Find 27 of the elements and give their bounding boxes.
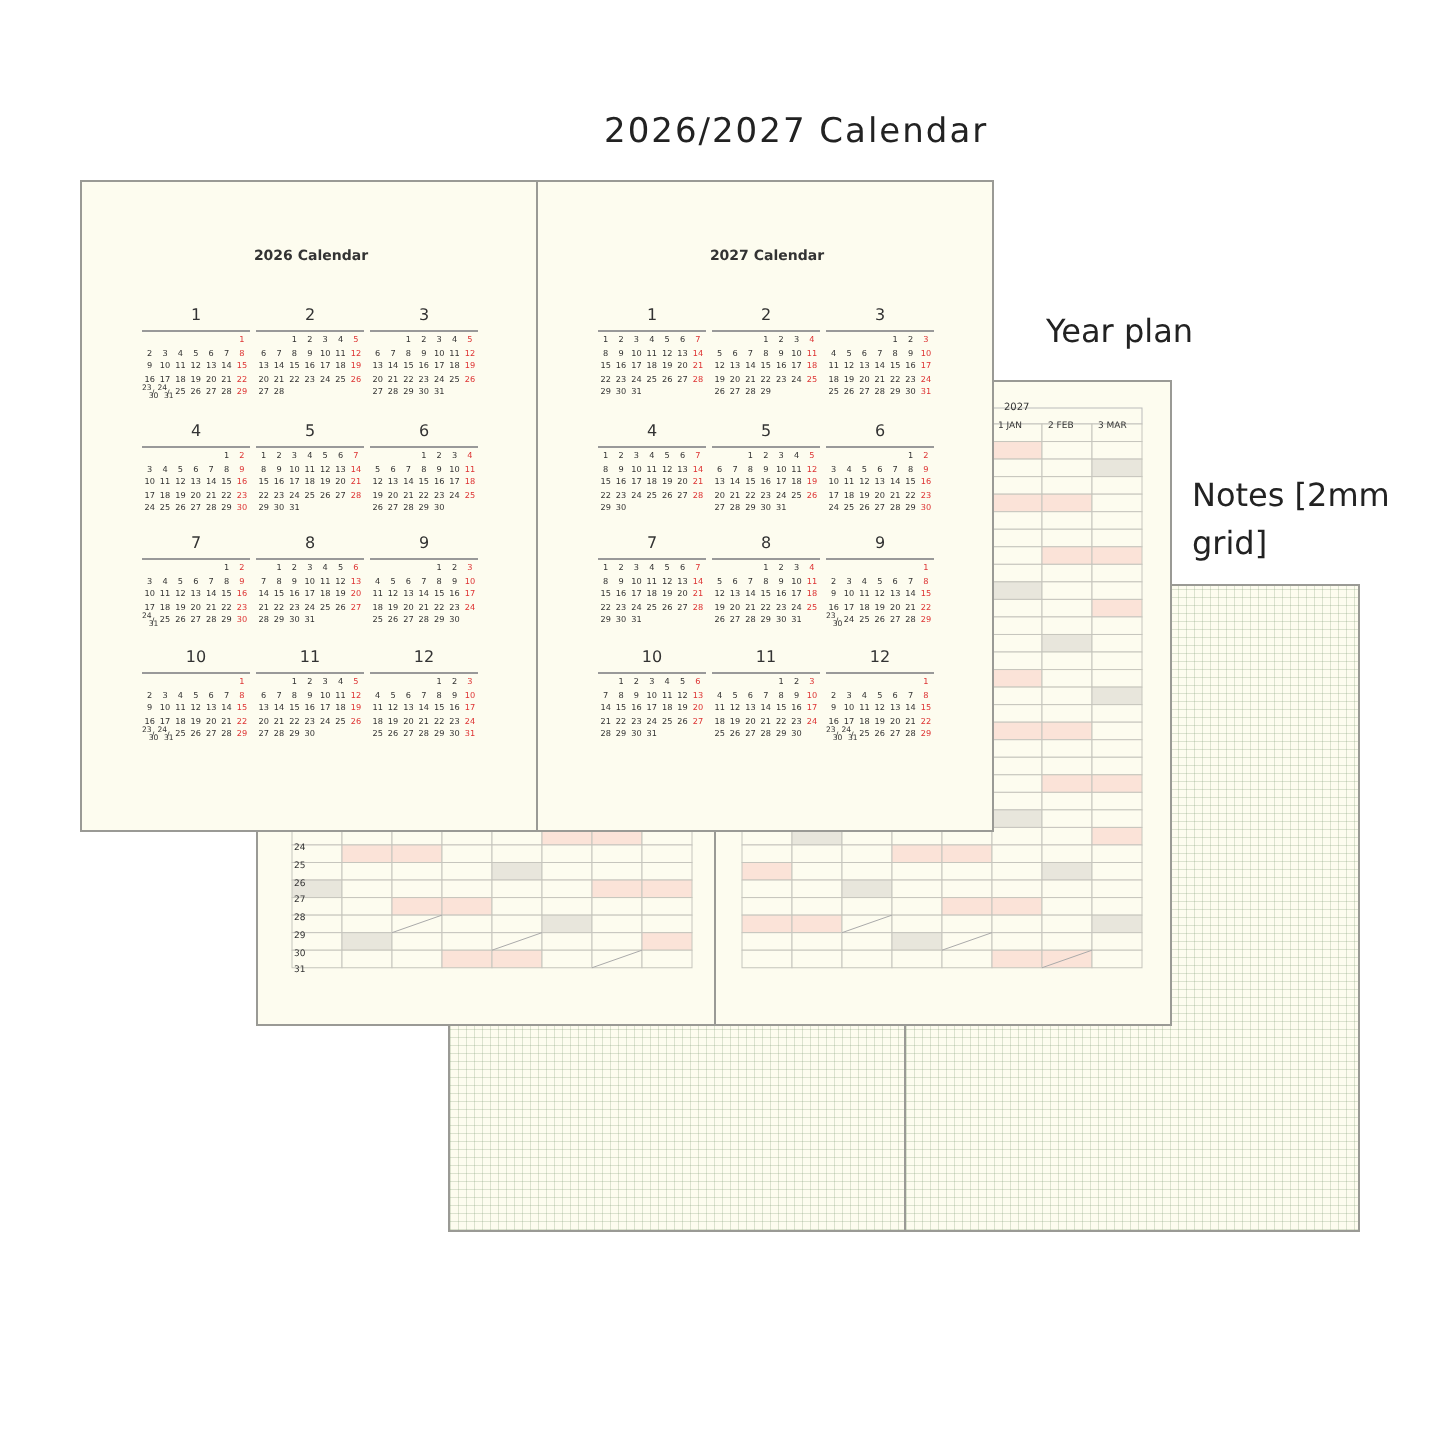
month-number: 4 (644, 424, 660, 440)
month-number: 12 (411, 650, 437, 666)
month-number: 2 (758, 308, 774, 324)
month-number: 5 (758, 424, 774, 440)
month-number: 8 (758, 536, 774, 552)
month-number: 10 (639, 650, 665, 666)
heading: 2026/2027 Calendar (604, 116, 989, 150)
month-number: 1 (188, 308, 204, 324)
month-number: 12 (867, 650, 893, 666)
month-number: 3 (416, 308, 432, 324)
month-number: 1 (644, 308, 660, 324)
month-number: 4 (188, 424, 204, 440)
month-number: 6 (416, 424, 432, 440)
month-number: 5 (302, 424, 318, 440)
month-number: 9 (872, 536, 888, 552)
section-label: Year plan (1046, 316, 1194, 348)
month-number: 3 (872, 308, 888, 324)
month-number: 10 (183, 650, 209, 666)
month-number: 7 (188, 536, 204, 552)
month-number: 7 (644, 536, 660, 552)
month-number: 2 (302, 308, 318, 324)
month-number: 9 (416, 536, 432, 552)
month-number: 11 (753, 650, 779, 666)
section-label: Notes [2mm grid] (1192, 474, 1392, 566)
month-number: 6 (872, 424, 888, 440)
month-number: 8 (302, 536, 318, 552)
month-number: 11 (297, 650, 323, 666)
